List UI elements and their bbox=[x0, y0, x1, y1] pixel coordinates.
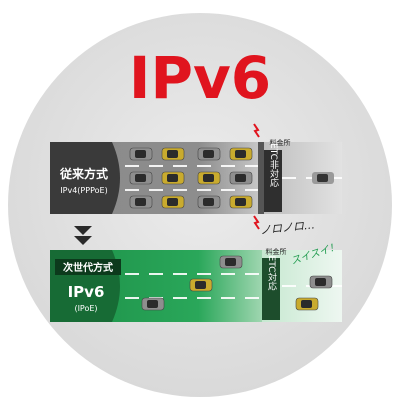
nextgen-toll-booth bbox=[262, 258, 280, 320]
legacy-toll-booth bbox=[264, 150, 282, 212]
car-icon bbox=[295, 297, 319, 311]
car-icon bbox=[229, 195, 253, 209]
nextgen-toll-label: 料金所 bbox=[266, 247, 287, 256]
legacy-sound-effect: ノロノロ… bbox=[259, 218, 315, 237]
alert-spark-icon bbox=[253, 215, 260, 230]
car-icon bbox=[161, 195, 185, 209]
car-icon bbox=[161, 147, 185, 161]
legacy-lane: 従来方式 IPv4(PPPoE) 料金所 ETC非対応 ノロノロ… bbox=[50, 123, 342, 237]
nextgen-method-name: 次世代方式 bbox=[63, 261, 113, 274]
car-icon bbox=[161, 171, 185, 185]
car-icon bbox=[309, 275, 333, 289]
car-icon bbox=[129, 195, 153, 209]
car-icon bbox=[229, 147, 253, 161]
car-icon bbox=[229, 171, 253, 185]
nextgen-protocol-sub: (IPoE) bbox=[74, 304, 97, 313]
car-icon bbox=[219, 255, 243, 269]
legacy-toll-gate-bar bbox=[258, 142, 264, 214]
legacy-traffic-cars bbox=[129, 147, 253, 209]
nextgen-lane: 次世代方式 IPv6 (IPoE) 料金所 ETC対応 スイスイ！ bbox=[50, 241, 342, 322]
nextgen-traffic-cars bbox=[141, 255, 333, 311]
car-icon bbox=[197, 195, 221, 209]
nextgen-name-plate bbox=[55, 259, 121, 275]
car-icon bbox=[189, 278, 213, 292]
car-icon bbox=[197, 171, 221, 185]
legacy-toll-label: 料金所 bbox=[270, 138, 291, 147]
legacy-label-panel bbox=[50, 142, 120, 214]
legacy-method-name: 従来方式 bbox=[59, 166, 108, 181]
nextgen-etc-label: ETC対応 bbox=[266, 256, 277, 292]
nextgen-protocol: IPv6 bbox=[68, 283, 105, 301]
page-title: IPv6 bbox=[129, 44, 271, 112]
legacy-protocol: IPv4(PPPoE) bbox=[60, 186, 107, 195]
alert-spark-icon bbox=[253, 123, 260, 138]
transition-arrow-icon bbox=[74, 226, 92, 245]
car-icon bbox=[141, 297, 165, 311]
car-icon bbox=[129, 171, 153, 185]
legacy-etc-label: ETC非対応 bbox=[268, 143, 279, 188]
car-icon bbox=[197, 147, 221, 161]
car-icon bbox=[129, 147, 153, 161]
legacy-exit-car bbox=[312, 172, 334, 184]
